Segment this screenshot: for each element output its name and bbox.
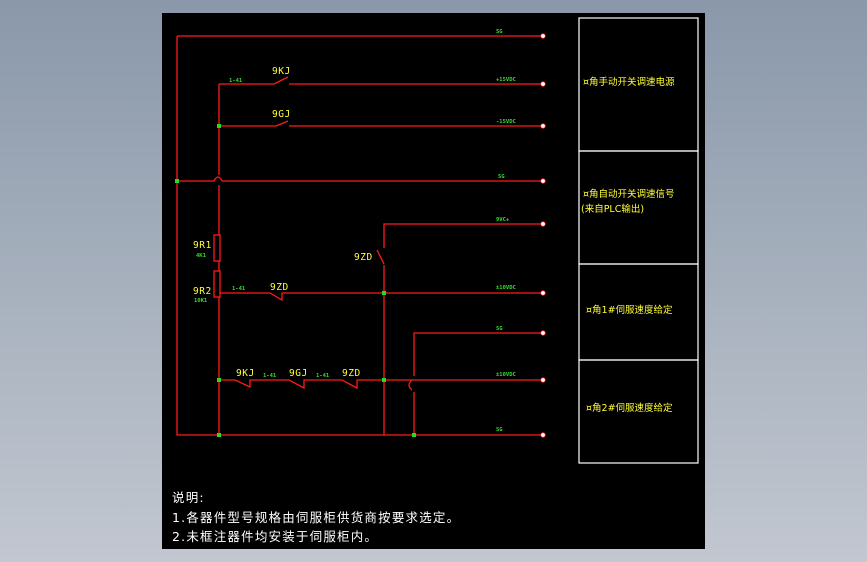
terminal-label: SG — [496, 326, 503, 332]
terminal-icon[interactable] — [540, 290, 546, 296]
side-box-2-text: ¤角自动开关调速信号 — [583, 188, 675, 200]
node — [217, 378, 221, 382]
wire-9vc — [383, 223, 542, 435]
wire-sg-mid — [177, 176, 542, 182]
label-9r2-value: 10K1 — [194, 298, 208, 304]
tag-top: 1-41 — [229, 78, 243, 84]
terminal-label: SG — [498, 174, 505, 180]
side-box-4-text: ¤角2#伺服速度给定 — [586, 402, 673, 414]
terminal-label: -15VDC — [496, 119, 516, 125]
label-9kj-bottom: 9KJ — [236, 368, 255, 379]
label-9zd-mid: 9ZD — [270, 282, 289, 293]
notes-item-1: 1.各器件型号规格由伺服柜供货商按要求选定。 — [172, 510, 460, 525]
label-9r2: 9R2 — [193, 286, 212, 297]
terminal-icon[interactable] — [540, 178, 546, 184]
node — [175, 179, 179, 183]
resistor-9r2 — [213, 270, 221, 298]
wire-pm10-bottom — [219, 379, 542, 391]
wire-sg-rail — [176, 35, 542, 436]
label-9gj-top: 9GJ — [272, 109, 291, 120]
junction-nodes — [175, 124, 416, 437]
side-box-3-text: ¤角1#伺服速度给定 — [586, 304, 673, 316]
terminal-label: SG — [496, 427, 503, 433]
label-9r1-value: 4K1 — [196, 253, 207, 259]
tag-r2: 1-41 — [232, 286, 246, 292]
terminal-label: ±10VDC — [496, 372, 516, 378]
schematic-svg: SG +15VDC -15VDC SG 9VC+ ±10VDC SG ±10VD… — [172, 17, 699, 544]
terminals — [540, 33, 546, 438]
label-9kj-top: 9KJ — [272, 66, 291, 77]
side-box-2-subtext: (来自PLC输出) — [581, 203, 644, 215]
notes-item-2: 2.未框注器件均安装于伺服柜内。 — [172, 529, 378, 544]
terminal-icon[interactable] — [540, 33, 546, 39]
contact-9kj-top — [273, 76, 289, 85]
contact-9zd-vertical — [376, 249, 385, 265]
terminal-label: SG — [496, 29, 503, 35]
contact-9gj-top — [275, 120, 289, 127]
tag-gj: 1-41 — [316, 373, 330, 379]
wire-pm10-top — [220, 292, 542, 302]
node — [217, 124, 221, 128]
label-9zd-bottom: 9ZD — [342, 368, 361, 379]
node — [382, 378, 386, 382]
terminal-icon[interactable] — [540, 81, 546, 87]
side-box-1-text: ¤角手动开关调速电源 — [583, 76, 675, 88]
label-9zd-vertical: 9ZD — [354, 252, 373, 263]
node — [412, 433, 416, 437]
terminal-icon[interactable] — [540, 221, 546, 227]
terminal-icon[interactable] — [540, 432, 546, 438]
terminal-icon[interactable] — [540, 377, 546, 383]
label-9r1: 9R1 — [193, 240, 212, 251]
side-box-4 — [578, 359, 699, 464]
schematic-canvas: SG +15VDC -15VDC SG 9VC+ ±10VDC SG ±10VD… — [162, 13, 705, 549]
terminal-label: +15VDC — [496, 77, 516, 83]
terminal-icon[interactable] — [540, 330, 546, 336]
node — [382, 291, 386, 295]
terminal-icon[interactable] — [540, 123, 546, 129]
tag-kj: 1-41 — [263, 373, 277, 379]
resistor-9r1 — [213, 234, 221, 262]
terminal-label: ±10VDC — [496, 285, 516, 291]
label-9gj-bottom: 9GJ — [289, 368, 308, 379]
wire-sg-low — [413, 332, 542, 435]
notes-title: 说明: — [172, 490, 205, 505]
terminal-label: 9VC+ — [496, 217, 510, 223]
node — [217, 433, 221, 437]
